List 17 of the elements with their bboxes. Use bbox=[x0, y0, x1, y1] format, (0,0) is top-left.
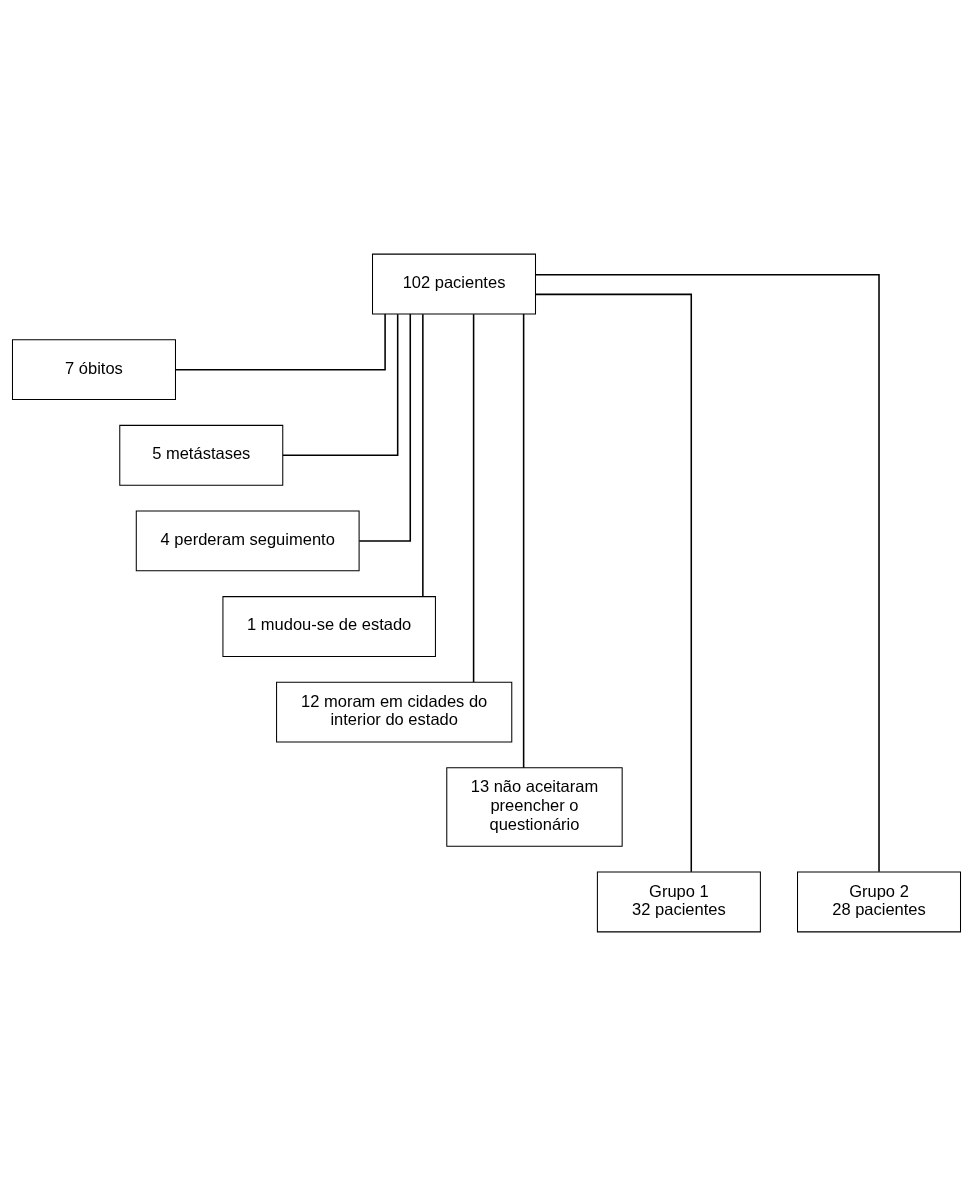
node-box: 12 moram em cidades do interior do estado bbox=[276, 681, 513, 743]
connector bbox=[535, 273, 880, 872]
connector bbox=[522, 312, 525, 769]
node-box: Grupo 2 28 pacientes bbox=[797, 871, 962, 932]
connector bbox=[175, 312, 386, 370]
node-box: 1 mudou-se de estado bbox=[222, 595, 436, 657]
connector bbox=[472, 312, 475, 683]
node-box: 13 não aceitaram preencher o questionário bbox=[446, 766, 623, 847]
node-box: 4 perderam seguimento bbox=[135, 509, 360, 571]
connector bbox=[358, 312, 412, 542]
node-box: Grupo 1 32 pacientes bbox=[596, 871, 761, 932]
node-box: 102 pacientes bbox=[372, 253, 536, 314]
node-box: 5 metástases bbox=[119, 424, 284, 486]
node-box: 7 óbitos bbox=[11, 338, 176, 400]
connector bbox=[534, 293, 693, 873]
connector bbox=[422, 312, 424, 597]
connector bbox=[282, 313, 399, 456]
